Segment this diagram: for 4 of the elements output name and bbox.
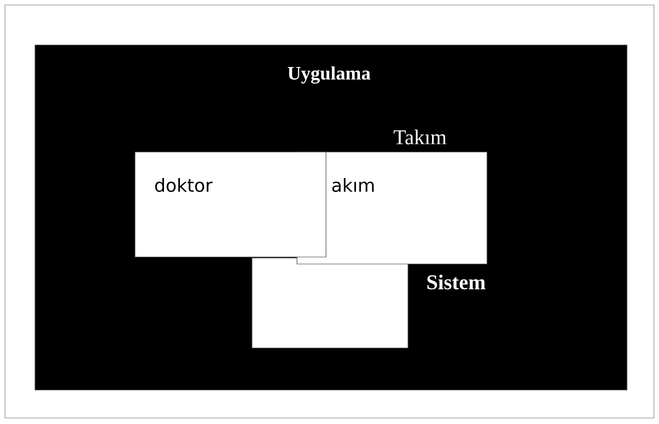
box-label: Sistem bbox=[427, 274, 486, 290]
box bbox=[252, 258, 408, 348]
box: doktor bbox=[134, 152, 326, 258]
node-label: Takım bbox=[394, 130, 446, 144]
